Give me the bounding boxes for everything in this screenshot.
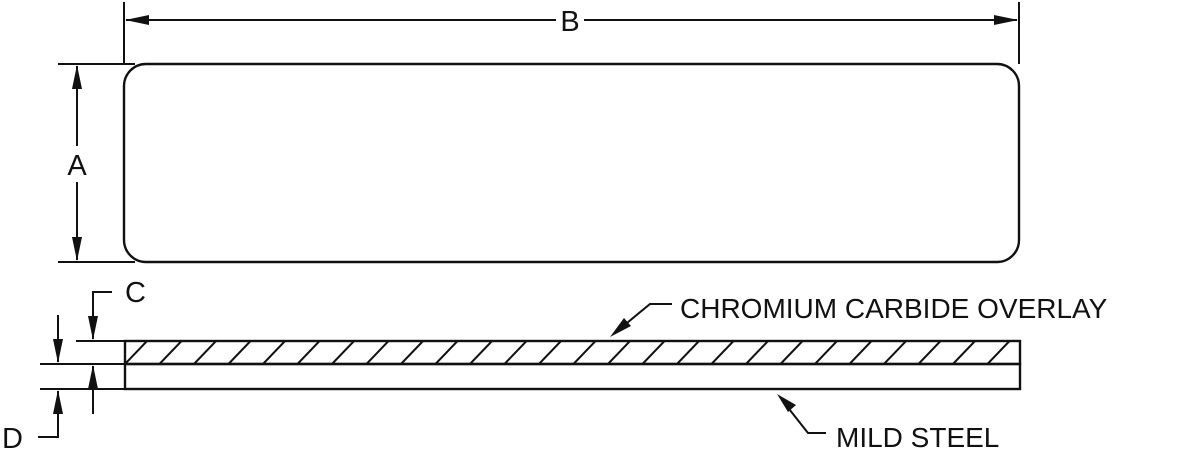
overlay-callout-label: CHROMIUM CARBIDE OVERLAY — [680, 293, 1108, 324]
hatch-line — [572, 341, 597, 364]
dim-c-leader — [92, 291, 112, 339]
hatch-line — [710, 341, 735, 364]
hatch-line — [607, 341, 631, 364]
hatch-line — [538, 341, 562, 364]
dim-a-label: A — [67, 150, 87, 182]
hatch-line — [814, 341, 838, 364]
dim-c-lower-arrow — [88, 365, 98, 389]
dim-b-arrow-left — [125, 15, 149, 25]
hatch-line — [125, 341, 148, 364]
dim-b-arrow-right — [994, 15, 1018, 25]
overlay-hatching — [125, 341, 1079, 364]
dim-d-upper-arrow — [53, 339, 63, 363]
hatch-line — [848, 341, 873, 364]
hatch-line — [503, 341, 528, 364]
dim-a-arrow-bottom — [72, 237, 82, 261]
hatch-line — [365, 341, 390, 364]
hatch-line — [641, 341, 666, 364]
hatch-line — [434, 341, 459, 364]
base-callout-label: MILD STEEL — [836, 422, 999, 453]
hatch-line — [986, 341, 1011, 364]
hatch-line — [400, 341, 424, 364]
hatch-line — [883, 341, 907, 364]
overlay-layer-outline — [123, 339, 1022, 366]
hatch-line — [331, 341, 355, 364]
dim-a-arrow-top — [72, 65, 82, 89]
dim-b-label: B — [560, 6, 579, 38]
dim-c-label: C — [125, 277, 146, 309]
dim-d-lower-arrow — [53, 390, 63, 414]
hatch-line — [262, 341, 286, 364]
hatch-line — [193, 341, 217, 364]
hatch-line — [296, 341, 321, 364]
hatch-line — [745, 341, 769, 364]
dim-d-label: D — [2, 423, 23, 455]
overlay-callout-arrow — [610, 318, 631, 337]
hatch-line — [1022, 341, 1044, 364]
hatch-line — [917, 341, 942, 364]
plate-top-view-outline — [122, 62, 1021, 264]
hatch-line — [227, 341, 252, 364]
base-callout-leader — [781, 399, 826, 434]
hatch-line — [469, 341, 493, 364]
hatch-line — [952, 341, 976, 364]
dim-c-arrow — [88, 316, 98, 340]
base-callout-arrow — [777, 394, 796, 412]
hatch-line — [1057, 341, 1079, 364]
base-layer-outline — [123, 362, 1022, 391]
hatch-line — [676, 341, 700, 364]
hatch-line — [779, 341, 804, 364]
hatch-line — [158, 341, 183, 364]
